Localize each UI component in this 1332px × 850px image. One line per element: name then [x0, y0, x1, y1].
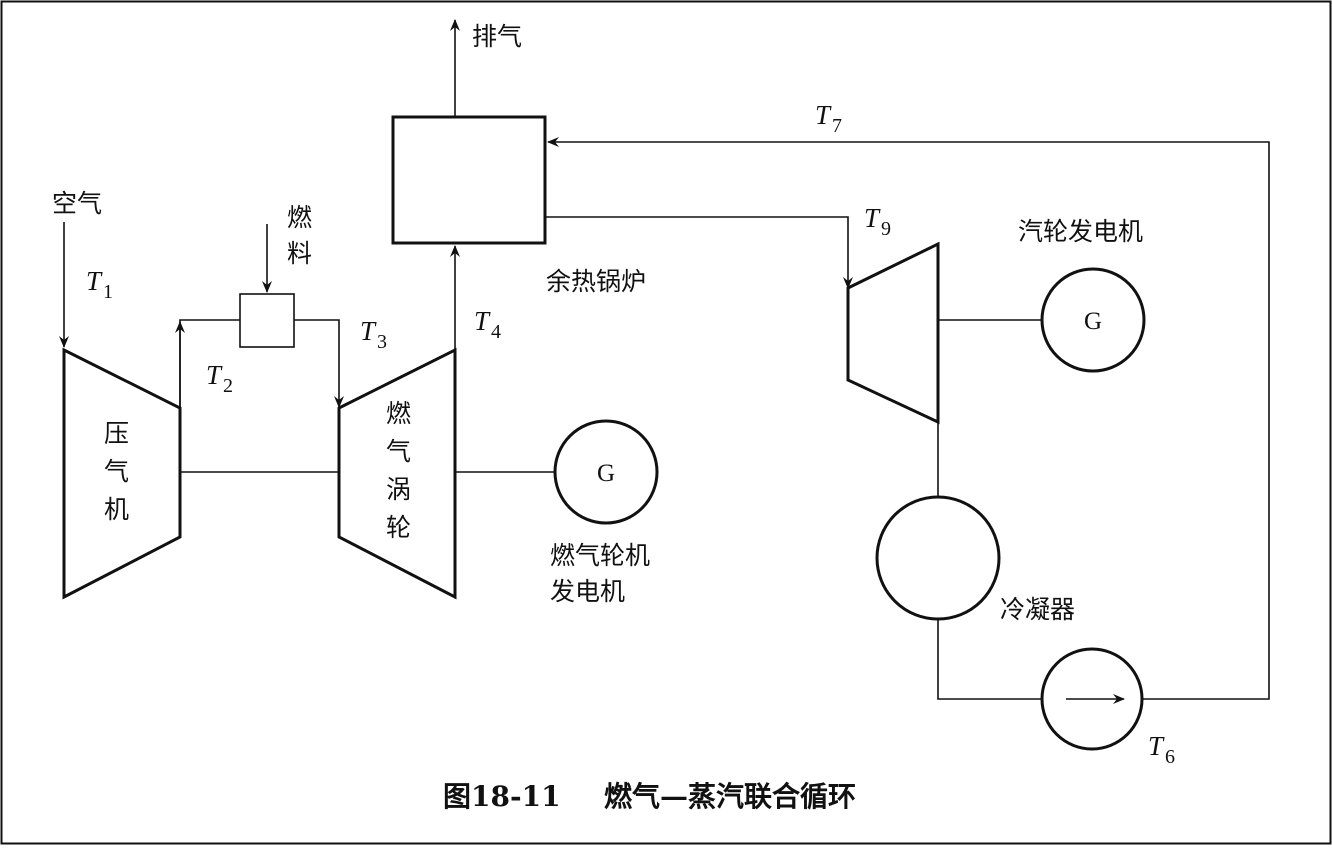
- feed-pump: [1040, 647, 1144, 751]
- gas-generator-label-1: 燃气轮机: [550, 541, 650, 570]
- condenser-label: 冷凝器: [1000, 595, 1075, 624]
- feedwater-return-line: [547, 137, 1270, 700]
- steam-generator-symbol: G: [1084, 308, 1102, 335]
- gas-turbine-label-1: 燃: [386, 399, 411, 428]
- air-label: 空气: [52, 189, 102, 218]
- caption-title: 燃气—蒸汽联合循环: [604, 780, 856, 813]
- compressor-label-2: 气: [104, 457, 129, 486]
- hrsg-box: [391, 115, 547, 245]
- gas-generator: [553, 419, 659, 525]
- hrsg-label: 余热锅炉: [546, 267, 646, 296]
- exhaust-label: 排气: [472, 22, 522, 51]
- condensate-line: [937, 619, 1042, 700]
- fuel-label-1: 燃: [287, 203, 312, 232]
- compressor: [62, 347, 182, 600]
- combustor-box: [239, 293, 295, 348]
- gas-turbine: [337, 347, 457, 600]
- gas-turbine-label-2: 气: [386, 437, 411, 466]
- hot-gas-line: [294, 319, 344, 408]
- compressor-label-3: 机: [104, 495, 129, 524]
- caption-number: 图18-11: [443, 780, 561, 813]
- steam-generator: [1040, 267, 1146, 373]
- steam-generator-title: 汽轮发电机: [1018, 217, 1143, 246]
- gas-turbine-label-4: 轮: [386, 513, 411, 542]
- gas-generator-label-2: 发电机: [550, 577, 625, 606]
- steam-supply-line: [545, 216, 853, 289]
- steam-turbine: [846, 241, 940, 425]
- gas-generator-symbol: G: [597, 460, 615, 487]
- condenser: [875, 495, 1001, 621]
- compressor-label-1: 压: [104, 419, 129, 448]
- gas-turbine-label-3: 涡: [386, 475, 411, 504]
- fuel-label-2: 料: [287, 239, 312, 268]
